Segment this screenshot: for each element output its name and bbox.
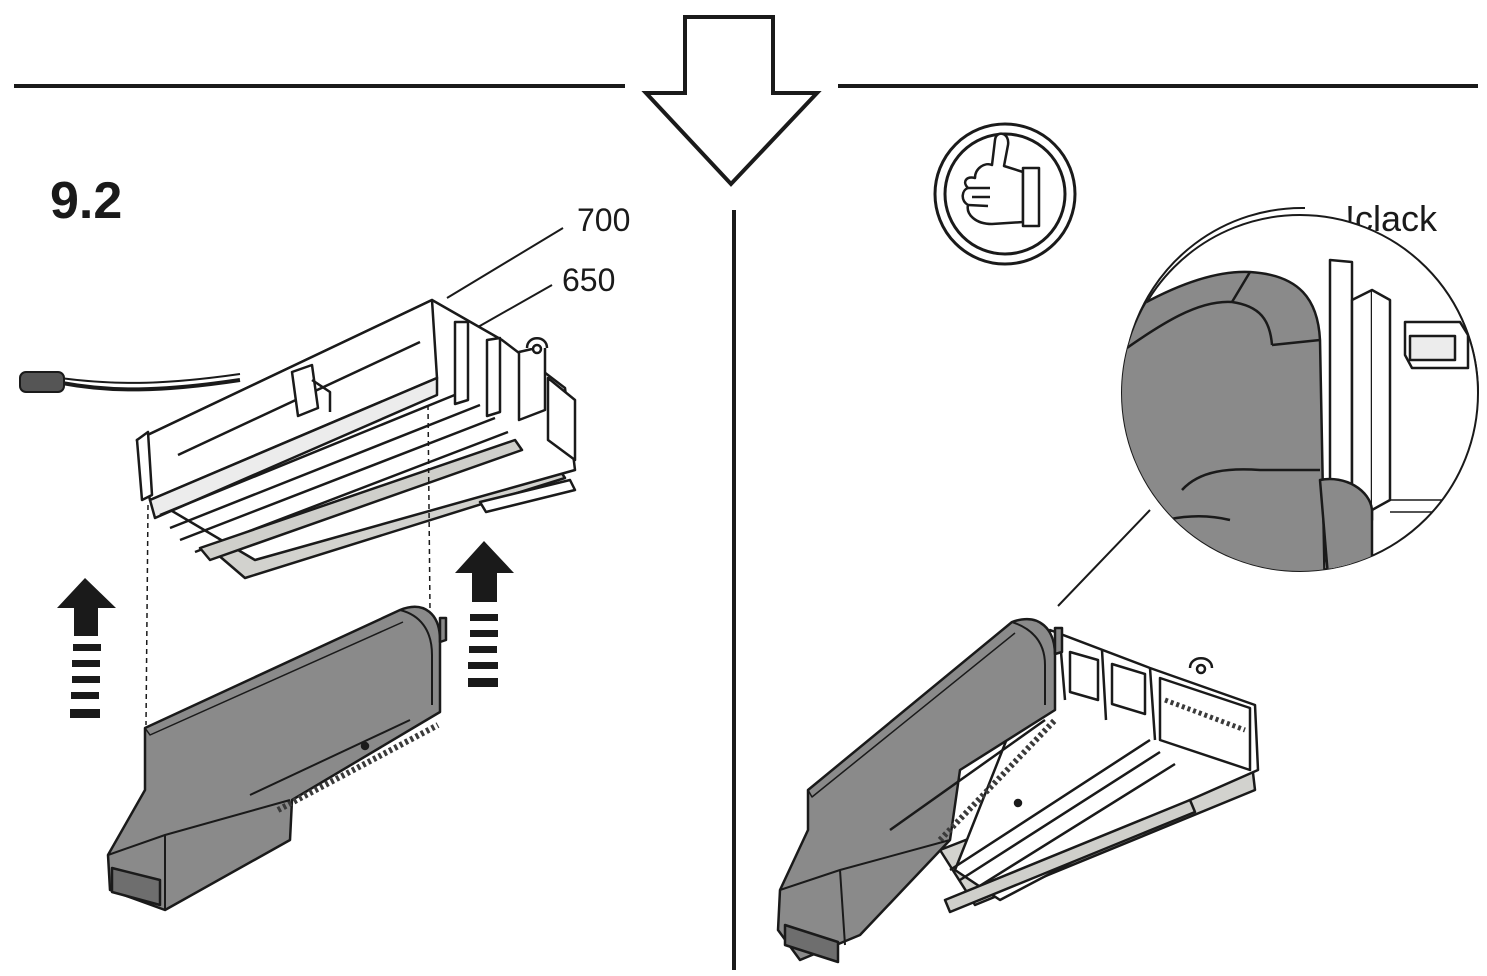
callout-700-leader [446, 227, 564, 299]
air-duct [106, 605, 448, 912]
callout-650: 650 [562, 262, 615, 298]
thumbs-up-icon [933, 122, 1077, 266]
step-number: 9.2 [50, 172, 122, 230]
alignment-guide-left [145, 504, 149, 726]
callout-650-leader [477, 284, 553, 328]
power-plug [19, 371, 65, 393]
arrow-up-icon [57, 578, 116, 718]
alignment-guide-right [427, 404, 431, 611]
detail-leader-line [1057, 509, 1151, 607]
callout-700: 700 [577, 202, 630, 238]
arrow-up-icon [455, 541, 514, 687]
assembled-unit [776, 618, 1260, 964]
housing-module [135, 298, 577, 580]
power-cable [19, 371, 241, 393]
magnified-detail [1057, 206, 1479, 607]
down-arrow-icon [641, 15, 822, 187]
